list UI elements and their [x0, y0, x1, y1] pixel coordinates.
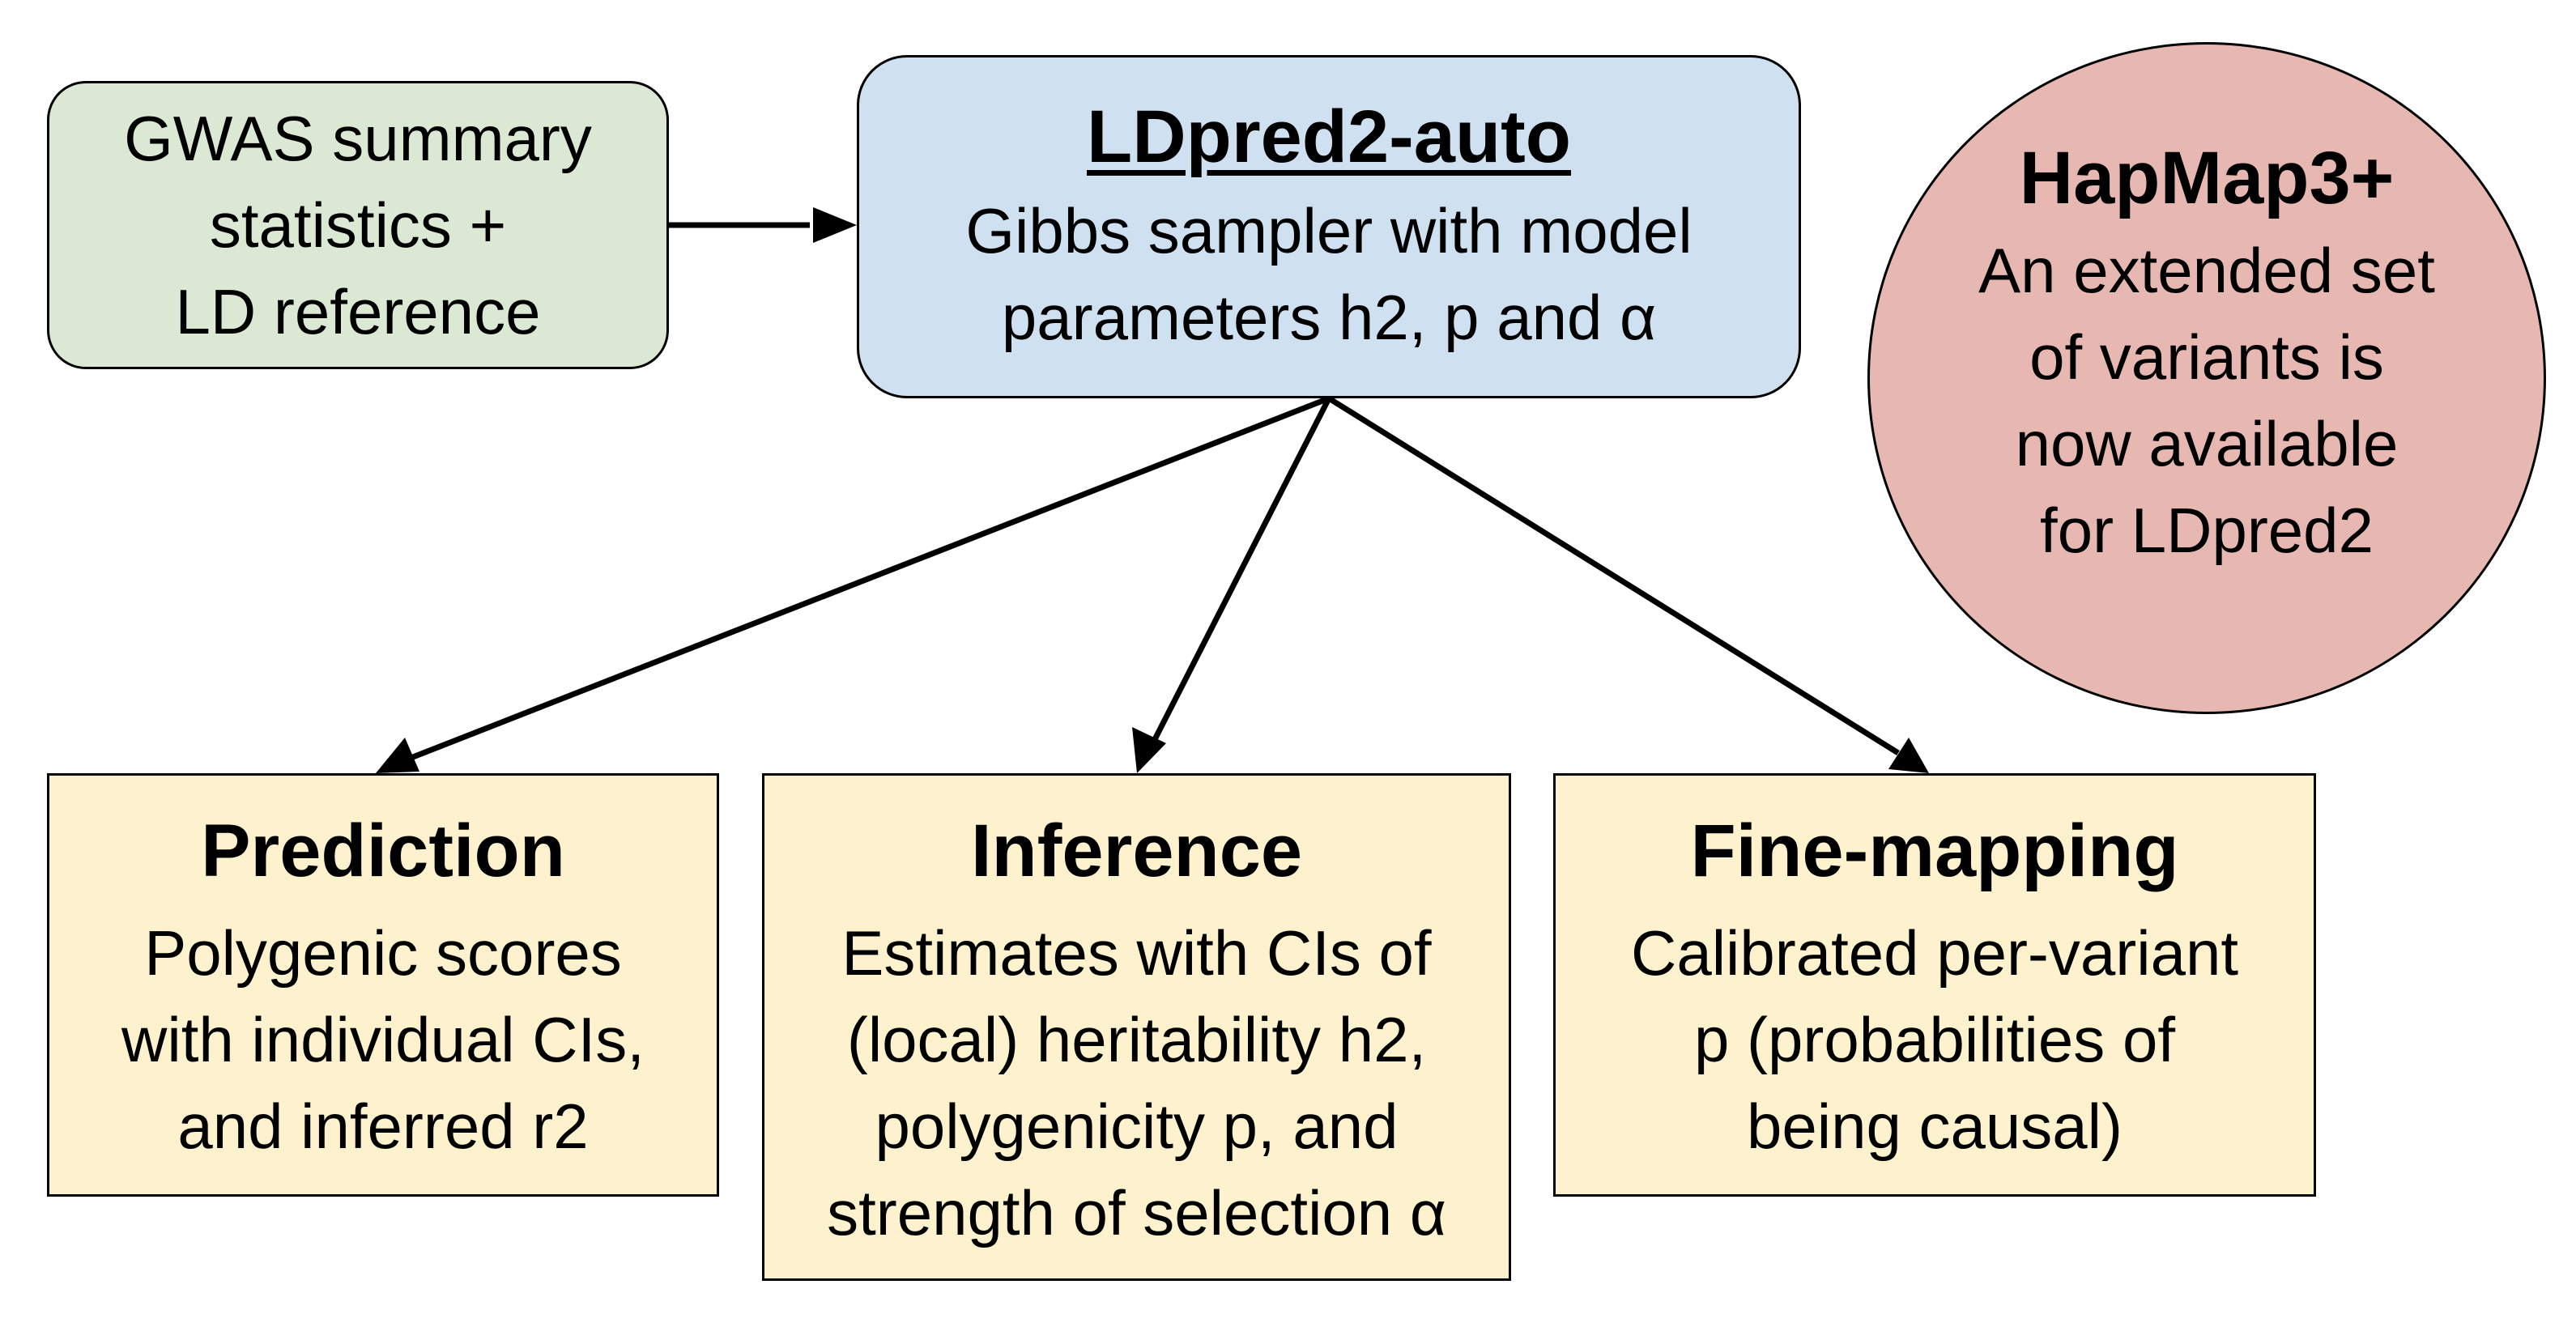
hapmap3-plus-circle: HapMap3+ An extended set of variants is … [1867, 42, 2546, 714]
fine-mapping-box: Fine-mapping Calibrated per-variant p (p… [1553, 773, 2316, 1197]
hapmap3-plus-title: HapMap3+ [2019, 137, 2395, 219]
prediction-title: Prediction [201, 810, 565, 892]
arrow-ldpred-to-inference [1147, 397, 1332, 751]
arrowhead-gwas [813, 207, 857, 243]
gwas-input-box: GWAS summary statistics + LD reference [47, 81, 669, 369]
inference-box: Inference Estimates with CIs of (local) … [762, 773, 1511, 1281]
inference-description: Estimates with CIs of (local) heritabili… [827, 917, 1446, 1248]
ldpred2-auto-description: Gibbs sampler with model parameters h2, … [965, 195, 1692, 353]
prediction-description: Polygenic scores with individual CIs, an… [121, 917, 645, 1162]
fine-mapping-description: Calibrated per-variant p (probabilities … [1630, 917, 2239, 1162]
hapmap3-plus-description: An extended set of variants is now avail… [1978, 235, 2435, 566]
arrowhead-prediction [376, 738, 419, 773]
inference-title: Inference [970, 810, 1303, 892]
fine-mapping-title: Fine-mapping [1690, 810, 2179, 892]
arrow-ldpred-to-finemapping [1327, 396, 1900, 755]
arrowhead-inference [1132, 727, 1166, 773]
prediction-box: Prediction Polygenic scores with individ… [47, 773, 719, 1197]
arrowhead-finemapping [1888, 738, 1929, 773]
arrow-ldpred-to-prediction [411, 395, 1331, 760]
gwas-input-text: GWAS summary statistics + LD reference [124, 102, 592, 347]
ldpred2-auto-title: LDpred2-auto [1087, 96, 1571, 178]
ldpred2-auto-box: LDpred2-auto Gibbs sampler with model pa… [857, 55, 1801, 398]
